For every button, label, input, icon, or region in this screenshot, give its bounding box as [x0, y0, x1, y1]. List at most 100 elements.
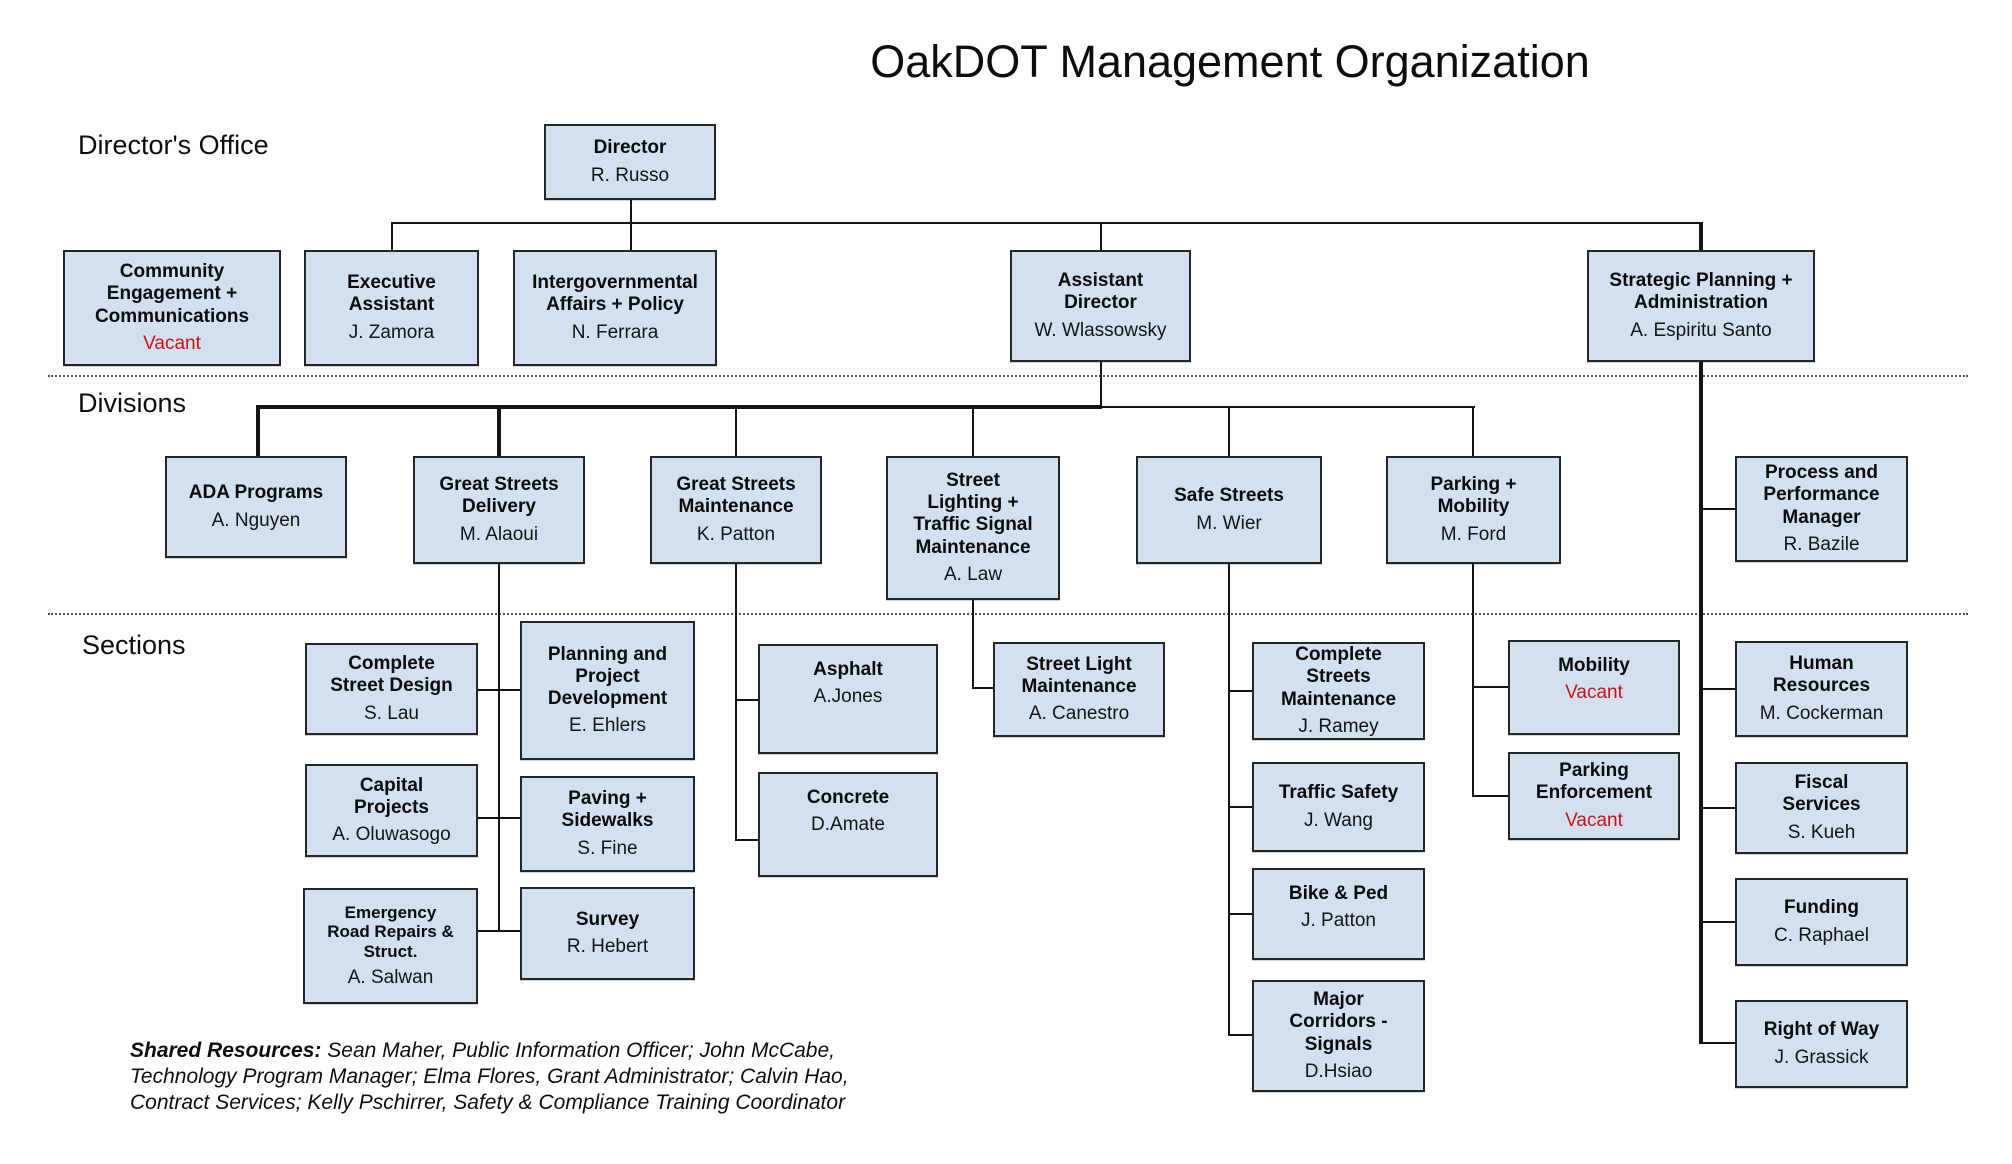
unit-person: W. Wlassowsky — [1034, 319, 1167, 341]
org-box-assistant-director: Assistant Director W. Wlassowsky — [1010, 250, 1191, 362]
connector-line — [1701, 921, 1735, 923]
connector-line — [1472, 686, 1508, 688]
org-box-bike-ped: Bike & Ped J. Patton — [1252, 868, 1425, 960]
org-box-concrete: Concrete D.Amate — [758, 772, 938, 877]
unit-person: D.Amate — [811, 814, 885, 836]
unit-title: Great Streets Delivery — [439, 474, 559, 518]
zone-label-divisions: Divisions — [78, 388, 187, 418]
unit-title: Human Resources — [1772, 653, 1871, 697]
org-box-street-light-maintenance: Street Light Maintenance A. Canestro — [993, 642, 1165, 737]
connector-line — [1100, 362, 1102, 407]
org-box-community-engagement: Community Engagement + Communications Va… — [63, 250, 281, 366]
unit-person: J. Ramey — [1298, 715, 1379, 737]
connector-line — [972, 600, 974, 689]
page-title: OakDOT Management Organization — [870, 36, 1590, 87]
connector-line — [256, 405, 260, 456]
org-box-emergency-road-repairs: Emergency Road Repairs & Struct. A. Salw… — [303, 888, 478, 1004]
connector-line — [1701, 688, 1735, 690]
unit-title: Funding — [1784, 897, 1859, 919]
connector-line — [1701, 1042, 1735, 1044]
unit-title: Survey — [575, 908, 640, 930]
org-box-capital-projects: Capital Projects A. Oluwasogo — [305, 764, 478, 857]
org-box-asphalt: Asphalt A.Jones — [758, 644, 938, 754]
shared-resources-label: Shared Resources: — [130, 1039, 322, 1062]
unit-title: Capital Projects — [354, 774, 429, 818]
unit-person: Vacant — [143, 332, 201, 354]
connector-line — [1102, 406, 1475, 408]
unit-person: M. Cockerman — [1759, 702, 1884, 724]
divider-divisions-sections — [48, 613, 1968, 615]
connector-line — [735, 699, 758, 701]
unit-title: Asphalt — [813, 659, 883, 680]
org-box-mobility: Mobility Vacant — [1508, 640, 1680, 735]
connector-line — [498, 564, 500, 932]
unit-person: A. Nguyen — [211, 509, 301, 531]
unit-title: Assistant Director — [1057, 270, 1144, 314]
unit-title: Great Streets Maintenance — [676, 474, 796, 518]
connector-line — [972, 687, 993, 689]
org-box-director: Director R. Russo — [544, 124, 716, 200]
unit-title: Director — [593, 137, 667, 159]
org-box-human-resources: Human Resources M. Cockerman — [1735, 641, 1908, 737]
zone-label-sections: Sections — [82, 630, 186, 660]
org-box-traffic-safety: Traffic Safety J. Wang — [1252, 762, 1425, 852]
unit-title: Street Light Maintenance — [1021, 653, 1137, 697]
unit-title: Complete Streets Maintenance — [1280, 644, 1397, 710]
zone-label-directors-office: Director's Office — [78, 130, 269, 160]
org-box-process-performance-manager: Process and Performance Manager R. Bazil… — [1735, 456, 1908, 562]
unit-title: Traffic Safety — [1278, 782, 1399, 804]
org-box-great-streets-maintenance: Great Streets Maintenance K. Patton — [650, 456, 822, 564]
connector-line — [735, 407, 737, 456]
org-box-complete-street-design: Complete Street Design S. Lau — [305, 643, 478, 735]
unit-person: J. Grassick — [1774, 1046, 1869, 1068]
unit-title: Concrete — [806, 787, 890, 808]
org-box-survey: Survey R. Hebert — [520, 887, 695, 980]
connector-line — [735, 839, 758, 841]
unit-person: M. Wier — [1196, 512, 1262, 534]
unit-title: Safe Streets — [1174, 485, 1284, 507]
org-box-major-corridors-signals: Major Corridors - Signals D.Hsiao — [1252, 980, 1425, 1092]
divider-directors-divisions — [48, 375, 1968, 377]
connector-line — [1228, 806, 1252, 808]
org-box-planning-project-development: Planning and Project Development E. Ehle… — [520, 621, 695, 760]
connector-line — [391, 222, 393, 250]
connector-line — [1701, 807, 1735, 809]
unit-person: J. Patton — [1301, 910, 1376, 932]
connector-line — [1228, 690, 1252, 692]
unit-person: R. Bazile — [1783, 533, 1860, 555]
connector-line — [391, 222, 1701, 224]
org-box-right-of-way: Right of Way J. Grassick — [1735, 1000, 1908, 1088]
unit-person: J. Wang — [1304, 809, 1373, 831]
unit-person: Vacant — [1565, 809, 1623, 831]
connector-line — [1228, 564, 1230, 1036]
unit-person: S. Lau — [364, 702, 419, 724]
org-box-safe-streets: Safe Streets M. Wier — [1136, 456, 1322, 564]
unit-person: A. Espiritu Santo — [1630, 319, 1772, 341]
unit-person: A. Law — [943, 563, 1003, 585]
unit-person: R. Hebert — [566, 936, 649, 957]
unit-person: C. Raphael — [1773, 924, 1870, 946]
org-box-funding: Funding C. Raphael — [1735, 878, 1908, 966]
unit-title: Emergency Road Repairs & Struct. — [327, 902, 454, 962]
unit-person: A. Canestro — [1028, 703, 1130, 725]
unit-title: Fiscal Services — [1782, 772, 1861, 816]
org-box-parking-enforcement: Parking Enforcement Vacant — [1508, 752, 1680, 840]
org-box-strategic-planning: Strategic Planning + Administration A. E… — [1587, 250, 1815, 362]
unit-person: D.Hsiao — [1304, 1060, 1373, 1082]
org-box-intergovernmental-affairs: Intergovernmental Affairs + Policy N. Fe… — [513, 250, 717, 366]
unit-title: Community Engagement + Communications — [94, 261, 250, 327]
connector-line — [1699, 222, 1703, 250]
unit-person: S. Kueh — [1787, 821, 1856, 843]
unit-title: Paving + Sidewalks — [561, 788, 654, 832]
org-box-complete-streets-maintenance: Complete Streets Maintenance J. Ramey — [1252, 642, 1425, 740]
unit-person: A. Oluwasogo — [332, 824, 451, 846]
org-box-executive-assistant: Executive Assistant J. Zamora — [304, 250, 479, 366]
unit-title: Process and Performance Manager — [1763, 462, 1880, 528]
unit-title: Bike & Ped — [1288, 883, 1389, 904]
org-box-parking-mobility: Parking + Mobility M. Ford — [1386, 456, 1561, 564]
connector-line — [497, 405, 501, 456]
unit-title: Executive Assistant — [347, 272, 436, 316]
connector-line — [478, 689, 520, 691]
shared-resources-note: Shared Resources: Sean Maher, Public Inf… — [130, 1038, 890, 1116]
